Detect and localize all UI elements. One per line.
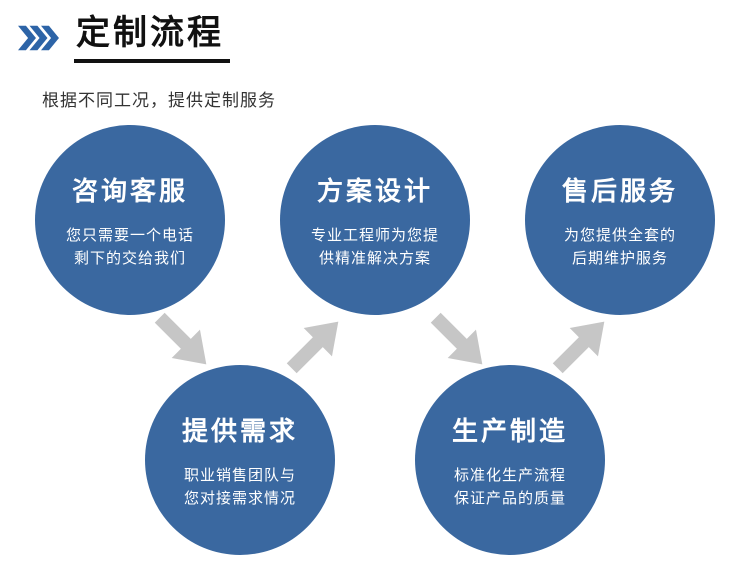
step-desc: 您只需要一个电话 剩下的交给我们 <box>65 227 194 268</box>
section-header: 定制流程 <box>18 14 230 64</box>
section-title: 定制流程 <box>76 14 224 52</box>
step-circle-production: 生产制造 标准化生产流程 保证产品的质量 <box>415 365 605 555</box>
triple-chevron-icon <box>18 25 59 51</box>
step-desc: 标准化生产流程 保证产品的质量 <box>453 467 566 508</box>
step-circle-aftersales: 售后服务 为您提供全套的 后期维护服务 <box>525 125 715 315</box>
flow-arrow-up-right-icon <box>286 321 339 374</box>
step-title: 方案设计 <box>316 176 433 206</box>
step-desc: 职业销售团队与 您对接需求情况 <box>183 467 296 508</box>
step-desc: 专业工程师为您提 供精准解决方案 <box>310 227 439 268</box>
step-title: 咨询客服 <box>71 176 188 206</box>
step-title: 生产制造 <box>451 416 568 446</box>
flow-arrow-down-right-icon <box>154 312 207 365</box>
step-circle-design: 方案设计 专业工程师为您提 供精准解决方案 <box>280 125 470 315</box>
step-title: 提供需求 <box>181 416 298 446</box>
step-circle-consult: 咨询客服 您只需要一个电话 剩下的交给我们 <box>35 125 225 315</box>
step-circle-requirements: 提供需求 职业销售团队与 您对接需求情况 <box>145 365 335 555</box>
step-desc: 为您提供全套的 后期维护服务 <box>563 227 676 268</box>
title-underline: 定制流程 <box>74 14 230 64</box>
flow-arrow-down-right-icon <box>430 312 483 365</box>
section-subtitle: 根据不同工况，提供定制服务 <box>42 91 276 110</box>
step-title: 售后服务 <box>561 176 678 206</box>
flow-arrow-up-right-icon <box>552 321 605 374</box>
